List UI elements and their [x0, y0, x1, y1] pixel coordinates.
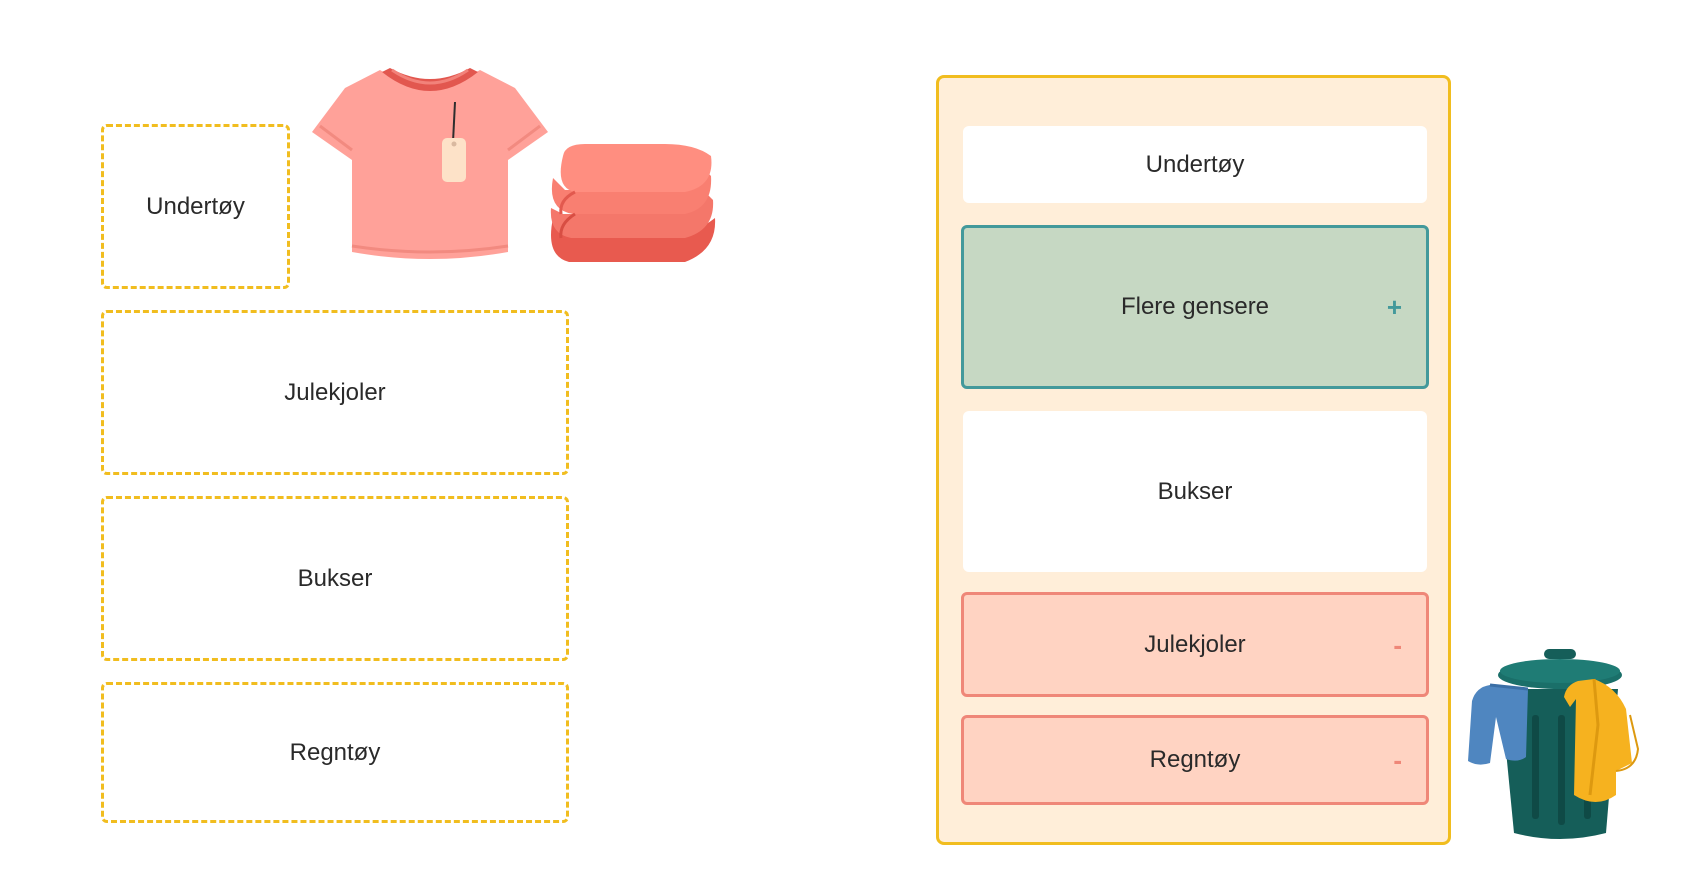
slot-julekjoler: Julekjoler	[101, 310, 569, 475]
slot-regntoy: Regntøy	[101, 682, 569, 823]
tshirt-icon	[310, 60, 550, 265]
clothing-list-panel: Undertøy Flere gensere + Bukser Julekjol…	[936, 75, 1451, 845]
slot-bukser: Bukser	[101, 496, 569, 661]
list-item-julekjoler[interactable]: Julekjoler -	[961, 592, 1429, 697]
list-item-flere-gensere[interactable]: Flere gensere +	[961, 225, 1429, 389]
slot-undertoy: Undertøy	[101, 124, 290, 289]
slot-label: Undertøy	[146, 192, 245, 220]
slot-label: Bukser	[297, 564, 373, 592]
slot-label: Julekjoler	[284, 378, 386, 406]
minus-icon: -	[1393, 745, 1402, 775]
list-item-label: Flere gensere	[1120, 293, 1270, 320]
slot-label: Regntøy	[289, 738, 381, 766]
minus-icon: -	[1393, 629, 1402, 660]
list-item-label: Regntøy	[1149, 746, 1241, 773]
list-item-label: Undertøy	[1145, 150, 1245, 178]
folded-clothes-icon	[545, 138, 717, 270]
list-item-bukser[interactable]: Bukser	[963, 411, 1427, 572]
list-item-regntoy[interactable]: Regntøy -	[961, 715, 1429, 805]
list-item-label: Julekjoler	[1144, 630, 1246, 658]
plus-icon: +	[1386, 292, 1402, 322]
list-item-undertoy[interactable]: Undertøy	[963, 126, 1427, 203]
list-item-label: Bukser	[1157, 477, 1233, 505]
trash-bin-with-clothes-icon	[1466, 645, 1656, 845]
